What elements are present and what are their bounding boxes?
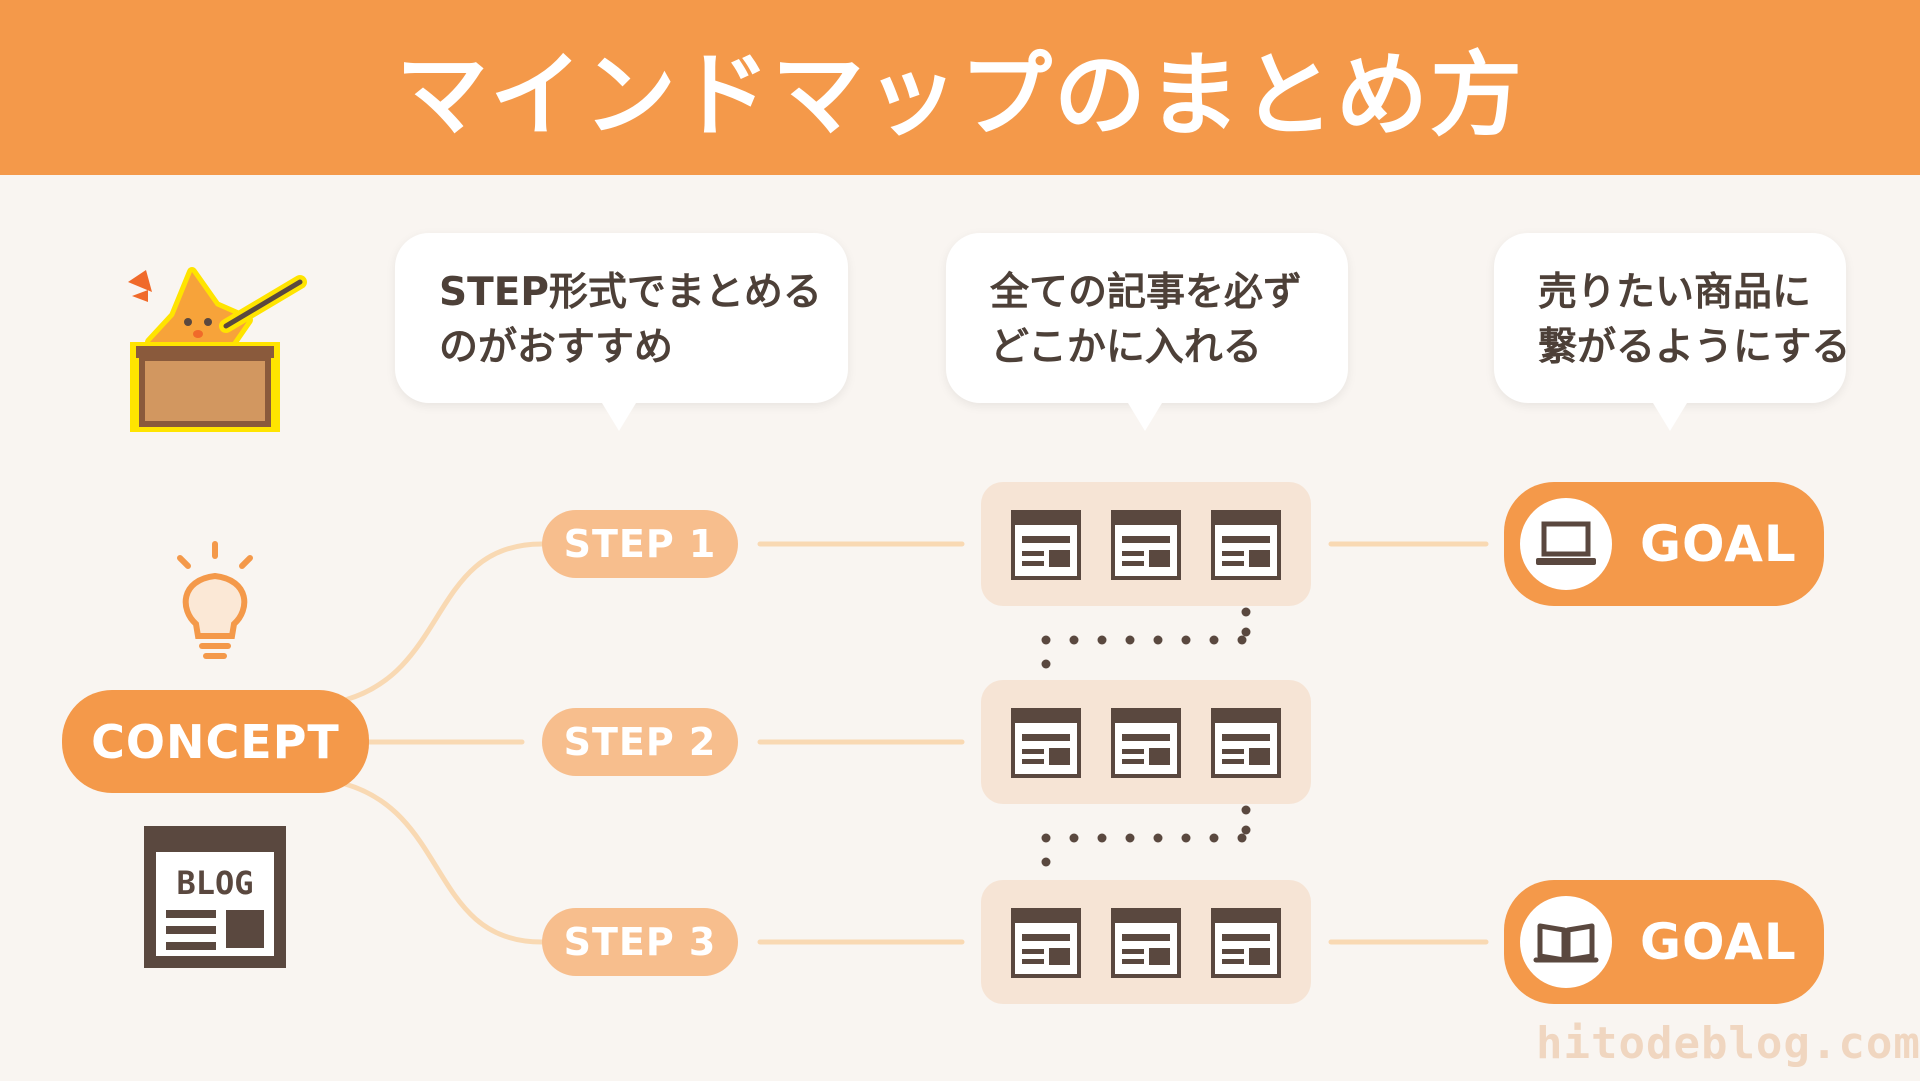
bubble-text-line: どこかに入れる [990, 325, 1262, 370]
step-node-1: STEP 1 [542, 510, 738, 578]
page-title: マインドマップのまとめ方 [395, 42, 1524, 149]
header-banner: マインドマップのまとめ方 [0, 0, 1920, 175]
article-group-2 [981, 680, 1311, 804]
step-label: STEP 2 [563, 720, 717, 764]
step-label: STEP 1 [563, 522, 717, 566]
goal-label: GOAL [1640, 515, 1797, 573]
bubble-text-line: 全ての記事を必ず [990, 270, 1303, 315]
article-icon [1211, 908, 1281, 978]
article-group-1 [981, 482, 1311, 606]
bubble-text-line: 繋がるようにする [1538, 325, 1851, 370]
speech-bubble-connect-product: 売りたい商品に 繋がるようにする [1494, 233, 1851, 431]
goal-node-2: GOAL [1504, 880, 1824, 1004]
article-icon [1111, 510, 1181, 580]
concept-label: CONCEPT [91, 714, 340, 769]
blog-icon-label: BLOG [176, 864, 253, 902]
connector-concept-step3 [342, 781, 545, 945]
book-icon [1520, 896, 1612, 988]
article-icon [1111, 708, 1181, 778]
blog-icon: BLOG [144, 826, 286, 968]
speech-bubble-all-articles: 全ての記事を必ず どこかに入れる [946, 233, 1348, 431]
lightbulb-icon [177, 541, 253, 659]
step-node-2: STEP 2 [542, 708, 738, 776]
article-icon [1211, 510, 1281, 580]
article-group-3 [981, 880, 1311, 1004]
bubble-text-line: のがおすすめ [439, 325, 674, 370]
bubble-text-line: 売りたい商品に [1538, 270, 1812, 315]
bubble-text-line: STEP形式でまとめる [439, 270, 822, 315]
concept-node: CONCEPT [62, 690, 369, 793]
article-icon [1011, 510, 1081, 580]
speech-bubble-step-format: STEP形式でまとめる のがおすすめ [395, 233, 848, 431]
step-node-3: STEP 3 [542, 908, 738, 976]
watermark: hitodeblog.com [1536, 1018, 1920, 1069]
step-label: STEP 3 [563, 920, 717, 964]
article-icon [1211, 708, 1281, 778]
article-icon [1111, 908, 1181, 978]
laptop-icon [1520, 498, 1612, 590]
goal-node-1: GOAL [1504, 482, 1824, 606]
connector-concept-step1 [342, 541, 545, 703]
starfish-mascot-icon [128, 267, 307, 432]
article-icon [1011, 708, 1081, 778]
goal-label: GOAL [1640, 913, 1797, 971]
article-icon [1011, 908, 1081, 978]
